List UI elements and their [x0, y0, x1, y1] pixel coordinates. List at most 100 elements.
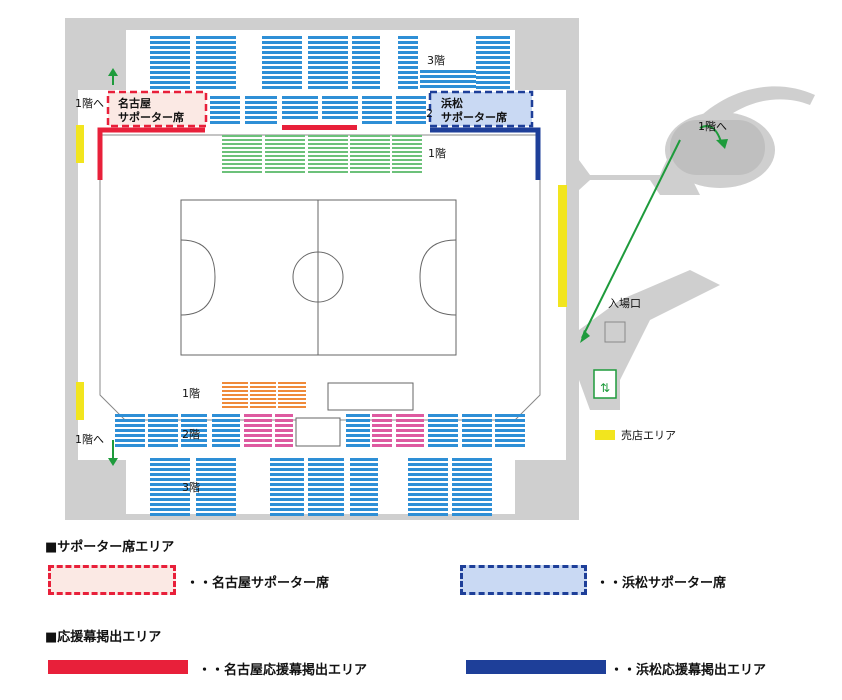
to-floor1-ramp: 1階へ: [698, 119, 727, 133]
hamamatsu-supporter-box: [428, 90, 534, 128]
seat-row: [270, 478, 304, 481]
seat-row: [372, 439, 392, 442]
seat-row: [372, 424, 392, 427]
seat-row: [196, 513, 236, 516]
seat-row: [262, 41, 302, 44]
seat-row: [282, 111, 318, 114]
hamamatsu-box-label-2: サポーター席: [441, 110, 507, 124]
seat-row: [196, 488, 236, 491]
seat-row: [210, 111, 240, 114]
seat-row: [350, 468, 378, 471]
seat-row: [495, 444, 525, 447]
seat-row: [352, 66, 380, 69]
seat-row: [420, 70, 476, 73]
seat-row: [275, 424, 293, 427]
seat-row: [392, 167, 422, 169]
seat-row: [196, 498, 236, 501]
seat-row: [362, 111, 392, 114]
seat-row: [278, 394, 306, 396]
seat-row: [150, 36, 190, 39]
seat-row: [262, 36, 302, 39]
svg-text:⇅: ⇅: [600, 381, 610, 395]
nagoya-box-label-2: サポーター席: [118, 110, 184, 124]
seat-row: [282, 106, 318, 109]
seat-row: [212, 434, 240, 437]
seat-row: [396, 439, 424, 442]
seat-row: [115, 444, 145, 447]
seat-row: [212, 429, 240, 432]
seat-row: [392, 159, 422, 161]
seat-row: [150, 56, 190, 59]
seat-row: [350, 151, 390, 153]
seat-row: [396, 424, 424, 427]
seat-row: [452, 488, 492, 491]
seat-row: [408, 488, 448, 491]
seat-row: [244, 434, 272, 437]
seat-row: [428, 434, 458, 437]
seat-row: [350, 135, 390, 137]
seat-blocks: [115, 36, 525, 516]
seat-row: [282, 101, 318, 104]
seat-row: [452, 483, 492, 486]
seat-row: [398, 46, 418, 49]
seat-row: [196, 493, 236, 496]
seat-row: [392, 171, 422, 173]
seat-row: [350, 163, 390, 165]
seat-row: [181, 429, 207, 432]
seat-row: [222, 155, 262, 157]
seat-row: [150, 493, 190, 496]
seat-row: [244, 439, 272, 442]
corner-ne: [515, 30, 566, 90]
seat-row: [245, 101, 277, 104]
seat-row: [398, 81, 418, 84]
seat-row: [396, 106, 426, 109]
seat-row: [265, 143, 305, 145]
seat-row: [181, 439, 207, 442]
seat-row: [308, 46, 348, 49]
seat-row: [346, 414, 370, 417]
seat-row: [262, 61, 302, 64]
seat-row: [275, 429, 293, 432]
seat-row: [392, 163, 422, 165]
seat-row: [196, 46, 236, 49]
seat-row: [476, 86, 510, 89]
seat-row: [196, 468, 236, 471]
seat-row: [150, 86, 190, 89]
hamamatsu-banner-swatch: [466, 660, 606, 674]
nagoya-seats-label: ・・名古屋サポーター席: [186, 576, 330, 591]
seat-row: [210, 121, 240, 124]
hamamatsu-seats-label: ・・浜松サポーター席: [596, 576, 727, 591]
seat-row: [350, 503, 378, 506]
seat-row: [452, 493, 492, 496]
seat-row: [396, 444, 424, 447]
seat-row: [408, 463, 448, 466]
seat-row: [322, 106, 358, 109]
seat-row: [352, 56, 380, 59]
seat-row: [250, 406, 276, 408]
seat-row: [398, 51, 418, 54]
seat-row: [275, 414, 293, 417]
seat-row: [265, 151, 305, 153]
seat-row: [196, 478, 236, 481]
seat-row: [398, 61, 418, 64]
seat-row: [352, 81, 380, 84]
seat-row: [265, 139, 305, 141]
futsal-court: [180, 199, 457, 356]
seat-row: [476, 46, 510, 49]
seat-row: [222, 386, 248, 388]
seat-row: [250, 398, 276, 400]
seat-row: [308, 61, 348, 64]
seat-row: [275, 419, 293, 422]
seat-row: [222, 147, 262, 149]
seat-row: [262, 71, 302, 74]
seat-row: [250, 402, 276, 404]
seat-row: [308, 51, 348, 54]
seat-row: [350, 171, 390, 173]
elevator-icon: ⇅: [593, 369, 617, 399]
seat-row: [222, 151, 262, 153]
seat-row: [222, 135, 262, 137]
seat-row: [265, 159, 305, 161]
seat-row: [452, 498, 492, 501]
seat-row: [322, 111, 358, 114]
seat-row: [495, 424, 525, 427]
